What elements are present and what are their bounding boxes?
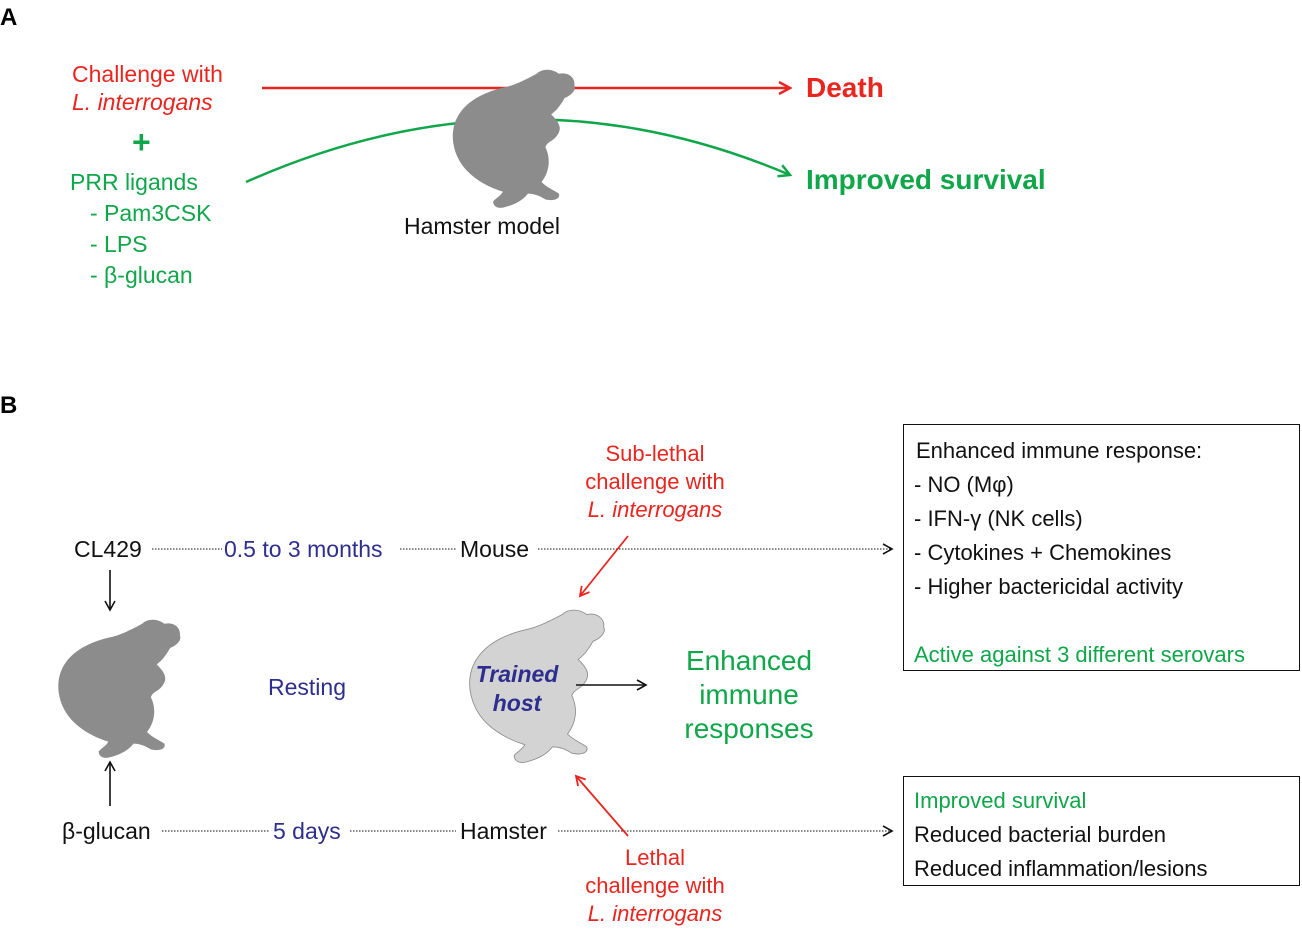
mouse-results-box: Enhanced immune response: - NO (Mφ) - IF… <box>903 424 1300 671</box>
hamster-results-box: Improved survival Reduced bacterial burd… <box>903 776 1300 886</box>
bottom-interval-label: 5 days <box>273 818 341 844</box>
sublethal-line1: Sub-lethal <box>605 441 705 466</box>
hamster-box-item: Reduced bacterial burden <box>914 822 1166 847</box>
resting-animal-silhouette <box>58 619 181 758</box>
sublethal-arrow <box>578 535 629 598</box>
lethal-line2: challenge with <box>585 873 725 898</box>
hamster-silhouette-a <box>452 69 575 208</box>
mouse-box-item: - Higher bactericidal activity <box>914 574 1183 599</box>
resting-label: Resting <box>268 674 346 700</box>
outcome-death: Death <box>806 72 884 103</box>
enhanced-line1: Enhanced <box>685 645 813 676</box>
panel-b-label: B <box>0 392 18 419</box>
hamster-model-label: Hamster model <box>404 213 560 239</box>
sublethal-line3: L. interrogans <box>587 497 723 522</box>
challenge-label-line1: Challenge with <box>72 61 223 87</box>
top-interval-label: 0.5 to 3 months <box>224 536 383 562</box>
outcome-improved-survival: Improved survival <box>806 164 1046 195</box>
lethal-line1: Lethal <box>625 845 685 870</box>
mouse-box-footer: Active against 3 different serovars <box>914 642 1245 667</box>
panel-a-label: A <box>0 4 18 31</box>
cl429-label: CL429 <box>74 536 142 562</box>
mouse-label: Mouse <box>460 536 530 562</box>
hamster-box-item: Improved survival <box>914 788 1087 813</box>
trained-label-line2: host <box>492 690 542 716</box>
sublethal-line2: challenge with <box>585 469 725 494</box>
mouse-box-title: Enhanced immune response: <box>916 438 1203 463</box>
hamster-box-item: Reduced inflammation/lesions <box>914 856 1208 881</box>
lethal-arrow <box>574 774 629 837</box>
mouse-box-item: - IFN-γ (NK cells) <box>914 506 1083 531</box>
beta-glucan-label: β-glucan <box>62 818 151 844</box>
prr-item-beta-glucan: - β-glucan <box>90 262 193 288</box>
mouse-box-item: - NO (Mφ) <box>914 472 1014 497</box>
prr-item-pam3csk: - Pam3CSK <box>90 200 212 226</box>
enhanced-line2: immune <box>699 679 799 710</box>
challenge-label-line2: L. interrogans <box>72 89 213 115</box>
trained-label-line1: Trained <box>475 661 559 687</box>
prr-item-lps: - LPS <box>90 231 148 257</box>
mouse-box-item: - Cytokines + Chemokines <box>914 540 1172 565</box>
hamster-label: Hamster <box>460 818 547 844</box>
plus-sign: + <box>132 124 151 160</box>
prr-ligands-title: PRR ligands <box>70 169 198 195</box>
lethal-line3: L. interrogans <box>587 901 723 926</box>
enhanced-line3: responses <box>684 713 814 744</box>
